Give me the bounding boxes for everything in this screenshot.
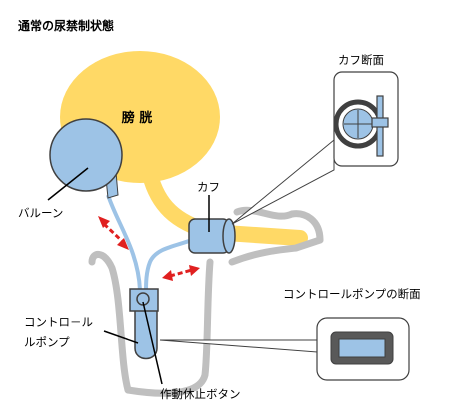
cuff-section-label: カフ断面 bbox=[338, 53, 384, 67]
cuff-end bbox=[222, 218, 236, 254]
pump-section-label: コントロールポンプの断面 bbox=[283, 287, 421, 301]
balloon-tube bbox=[106, 194, 142, 291]
cuff-section-tab bbox=[371, 117, 389, 128]
cuff-callout-pointer bbox=[231, 138, 335, 225]
outline-tip bbox=[288, 210, 324, 244]
outline-left bbox=[88, 251, 132, 394]
cuff-label: カフ bbox=[197, 180, 220, 194]
balloon-leader bbox=[47, 167, 89, 201]
bladder-label: 膀 胱 bbox=[121, 110, 153, 126]
control-pump-leader bbox=[103, 330, 139, 344]
stop-button-label: 作動休止ボタン bbox=[160, 387, 241, 401]
balloon-label: バルーン bbox=[18, 206, 63, 220]
control-pump-label-line2: ルポンプ bbox=[24, 335, 70, 349]
flow-arrow-upper bbox=[98, 216, 129, 250]
cuff-tube bbox=[144, 238, 193, 293]
control-pump-bulb bbox=[134, 299, 158, 360]
pump-section-inner bbox=[338, 338, 386, 358]
flow-arrow-lower bbox=[162, 265, 200, 281]
diagram-title: 通常の尿禁制状態 bbox=[18, 18, 114, 33]
outline-shaft-top bbox=[233, 206, 296, 220]
balloon bbox=[49, 118, 123, 192]
outline-shaft-bottom bbox=[228, 236, 324, 266]
pump-callout-pointer bbox=[159, 339, 318, 353]
stop-button-leader bbox=[142, 301, 163, 385]
control-pump-label-line1: コントロ－ル bbox=[24, 315, 93, 329]
outline-bottom bbox=[124, 258, 214, 397]
